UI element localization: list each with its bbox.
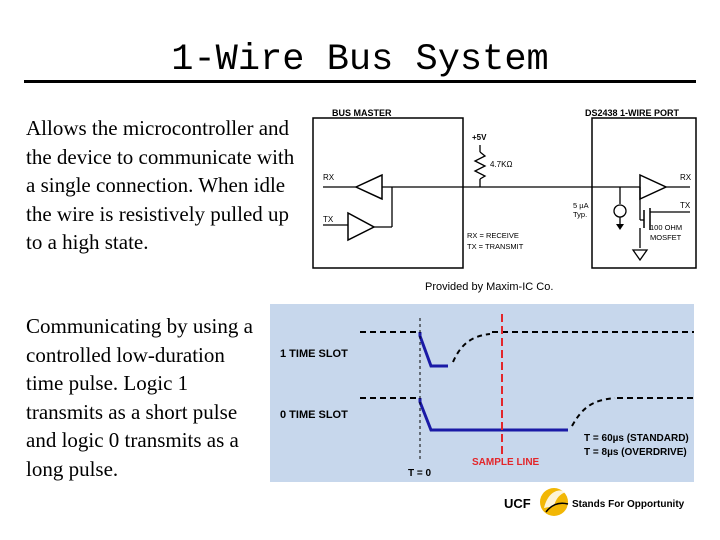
timing-background xyxy=(270,304,694,482)
master-tx-buffer xyxy=(347,211,376,242)
standard-timing: T = 60µs (STANDARD) xyxy=(584,433,689,444)
port-tx-label: TX xyxy=(680,201,691,210)
bus-master-label: BUS MASTER xyxy=(332,108,392,118)
overdrive-timing: T = 8µs (OVERDRIVE) xyxy=(584,447,687,458)
sample-line-label: SAMPLE LINE xyxy=(472,457,540,468)
pullup-resistor xyxy=(473,151,487,180)
mosfet-label-1: 100 OHM xyxy=(650,223,682,232)
ucf-tagline: Stands For Opportunity xyxy=(572,499,685,510)
t-zero-label: T = 0 xyxy=(408,468,432,479)
port-rx-label: RX xyxy=(680,173,692,182)
slot1-label: 1 TIME SLOT xyxy=(280,348,348,360)
credit-text: Provided by Maxim-IC Co. xyxy=(425,281,554,293)
time-slot-diagram: 1 TIME SLOT 0 TIME SLOT T = 0 SAMPLE LIN… xyxy=(270,304,694,482)
port-label: DS2438 1-WIRE PORT xyxy=(585,108,680,118)
description-paragraph-1: Allows the microcontroller and the devic… xyxy=(26,116,295,254)
slot0-label: 0 TIME SLOT xyxy=(280,409,348,421)
master-tx-label: TX xyxy=(323,215,334,224)
slide-title: 1-Wire Bus System xyxy=(171,39,549,81)
slot0-waveform xyxy=(418,398,568,432)
pegasus-icon xyxy=(540,488,569,516)
port-box xyxy=(591,117,697,269)
resistor-label: 4.7KΩ xyxy=(490,160,512,169)
current-source xyxy=(613,204,627,218)
legend-transmit: TX = TRANSMIT xyxy=(467,242,524,251)
slot1-waveform xyxy=(418,332,448,368)
current-note: Typ. xyxy=(573,210,587,219)
ucf-wordmark: UCF xyxy=(504,496,531,511)
title-underline xyxy=(24,80,696,83)
mosfet-label-2: MOSFET xyxy=(650,233,682,242)
current-value: 5 µA xyxy=(573,201,589,210)
bus-master-box xyxy=(312,117,464,269)
legend-receive: RX = RECEIVE xyxy=(467,231,519,240)
master-rx-label: RX xyxy=(323,173,335,182)
supply-label: +5V xyxy=(472,133,487,142)
ground-symbol xyxy=(631,249,649,262)
master-rx-buffer xyxy=(354,173,383,201)
ucf-footer-logo: UCF Stands For Opportunity xyxy=(504,488,685,516)
port-rx-buffer xyxy=(639,173,668,201)
description-paragraph-2: Communicating by using a controlled low-… xyxy=(26,314,253,481)
one-wire-circuit-diagram: BUS MASTER DS2438 1-WIRE PORT RX TX +5V … xyxy=(312,108,697,269)
